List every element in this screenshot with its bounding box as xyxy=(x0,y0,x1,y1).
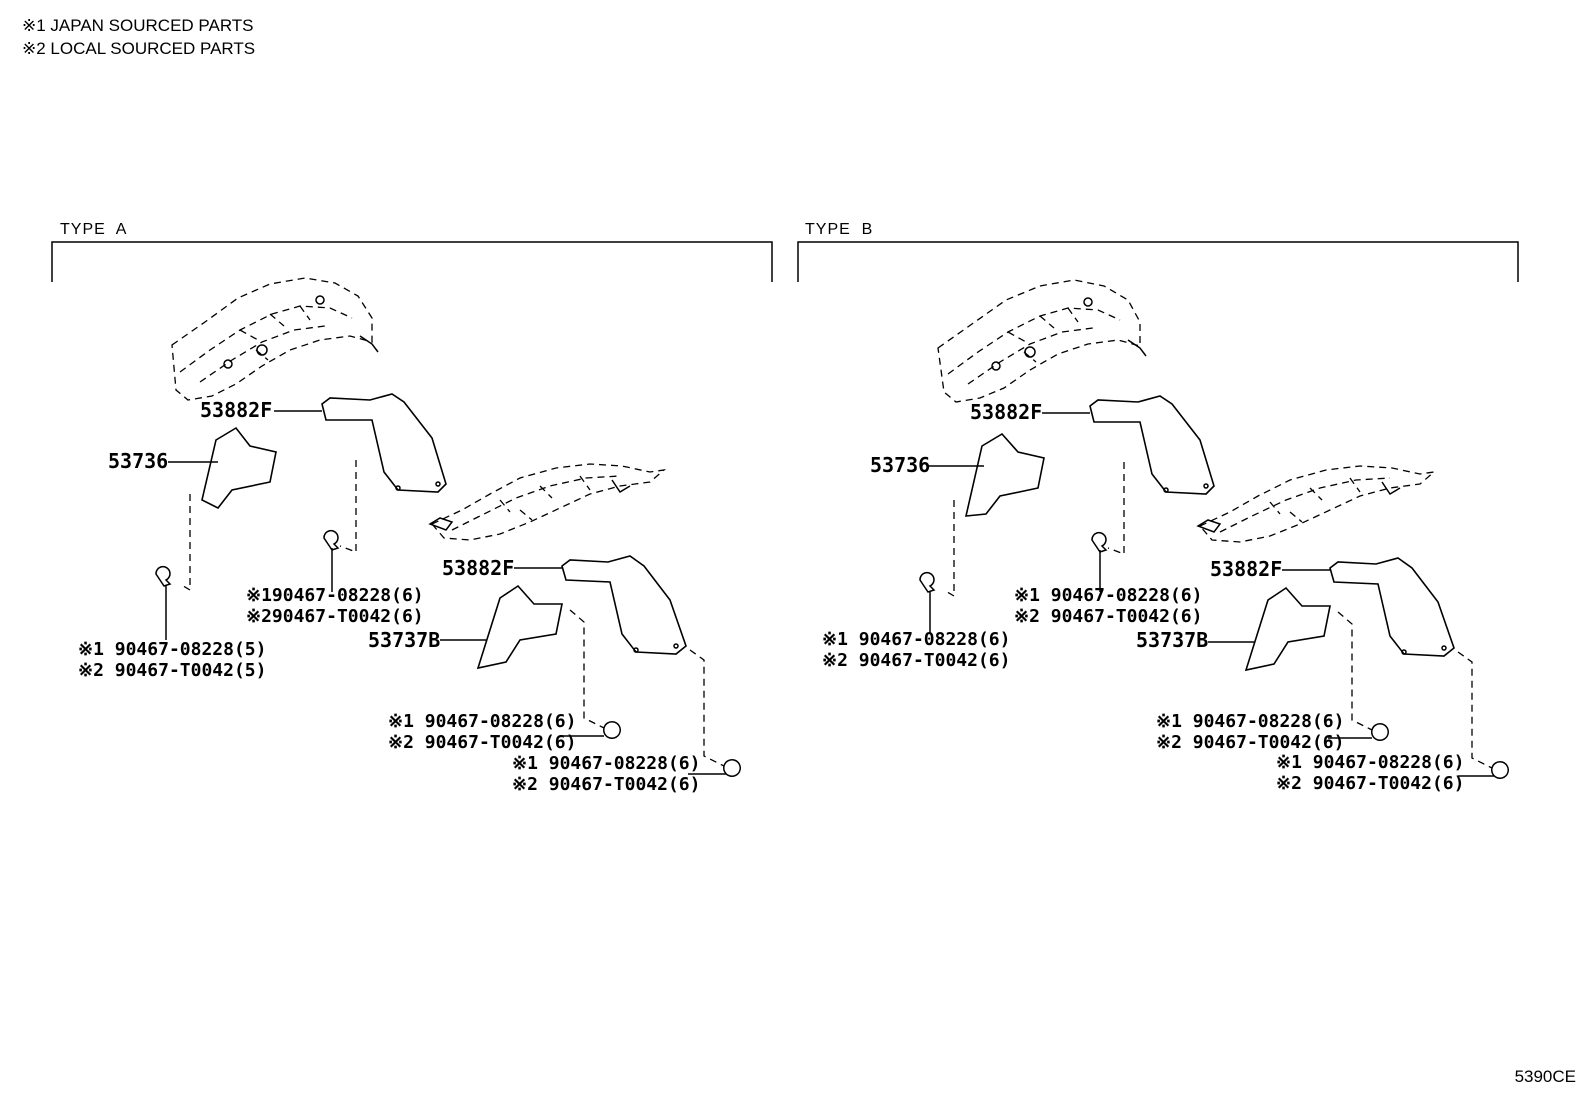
type-a-fastener-lower-2: ※2 90467-T0042(6) xyxy=(388,732,577,753)
type-a-upper-wheelhouse xyxy=(171,277,379,401)
type-b-title: TYPE B xyxy=(805,221,874,238)
type-a-panel-53737b xyxy=(476,584,563,670)
type-b-fastener-lower-2: ※2 90467-T0042(6) xyxy=(1156,732,1345,753)
type-a-bracket xyxy=(51,241,773,282)
type-a-panel-53882f-lower xyxy=(561,555,687,655)
type-a-part-53736: 53736 xyxy=(108,449,169,473)
type-b-clip-bottom xyxy=(1491,761,1509,779)
note-japan-sourced: ※1 JAPAN SOURCED PARTS xyxy=(22,16,254,35)
type-a-fastener-lower-1: ※1 90467-08228(6) xyxy=(388,711,577,732)
type-b-clip-lower xyxy=(1371,723,1389,741)
source-notes: ※1 JAPAN SOURCED PARTS ※2 LOCAL SOURCED … xyxy=(22,14,255,60)
note-local-sourced: ※2 LOCAL SOURCED PARTS xyxy=(22,39,256,58)
type-a-clip-lower xyxy=(603,721,621,739)
type-a-panel-53736 xyxy=(201,426,277,510)
type-a-drawing xyxy=(155,277,741,777)
type-a-fastener-left-2: ※2 90467-T0042(5) xyxy=(78,660,267,681)
type-b-drawing xyxy=(919,279,1509,779)
type-b-part-53882f-lower: 53882F xyxy=(1210,557,1283,581)
type-a-clip-mid xyxy=(323,529,340,551)
type-b-fastener-left-1: ※1 90467-08228(6) xyxy=(822,629,1011,650)
type-b-panel-53737b xyxy=(1244,586,1331,672)
type-b-panel-53736 xyxy=(964,432,1045,517)
type-b-fastener-mid-1: ※1 90467-08228(6) xyxy=(1014,585,1203,606)
type-a-title: TYPE A xyxy=(60,221,128,238)
type-b-upper-wheelhouse xyxy=(937,279,1147,403)
type-b-panel-53882f-upper xyxy=(1089,395,1215,495)
diagram-code: 5390CE xyxy=(1514,1067,1576,1086)
type-b-fastener-bottom-1: ※1 90467-08228(6) xyxy=(1276,752,1465,773)
type-a-part-53737b: 53737B xyxy=(368,628,441,652)
type-b-part-53737b: 53737B xyxy=(1136,628,1209,652)
type-a-fastener-left-1: ※1 90467-08228(5) xyxy=(78,639,267,660)
type-b-clip-mid xyxy=(1091,531,1108,553)
type-b-lower-wheelhouse xyxy=(1196,465,1437,543)
type-a-fastener-bottom-2: ※2 90467-T0042(6) xyxy=(512,774,701,795)
type-a-panel-53882f-upper xyxy=(321,393,447,493)
type-b-clip-left xyxy=(919,571,936,593)
type-a-fastener-bottom-1: ※1 90467-08228(6) xyxy=(512,753,701,774)
type-a-part-53882f-lower: 53882F xyxy=(442,556,515,580)
type-b-part-53736: 53736 xyxy=(870,453,931,477)
type-b-fastener-lower-1: ※1 90467-08228(6) xyxy=(1156,711,1345,732)
type-b-part-53882f-upper: 53882F xyxy=(970,400,1043,424)
type-b-fastener-bottom-2: ※2 90467-T0042(6) xyxy=(1276,773,1465,794)
type-b-bracket xyxy=(797,241,1519,282)
type-a-part-53882f-upper: 53882F xyxy=(200,398,273,422)
type-a-clip-left xyxy=(155,565,172,587)
type-a-clip-bottom xyxy=(723,759,741,777)
type-b-fastener-left-2: ※2 90467-T0042(6) xyxy=(822,650,1011,671)
type-b-panel-53882f-lower xyxy=(1329,557,1455,657)
type-b-fastener-mid-2: ※2 90467-T0042(6) xyxy=(1014,606,1203,627)
type-a-fastener-mid-2: ※290467-T0042(6) xyxy=(246,606,424,627)
type-a-fastener-mid-1: ※190467-08228(6) xyxy=(246,585,424,606)
type-a-lower-wheelhouse xyxy=(428,463,667,541)
